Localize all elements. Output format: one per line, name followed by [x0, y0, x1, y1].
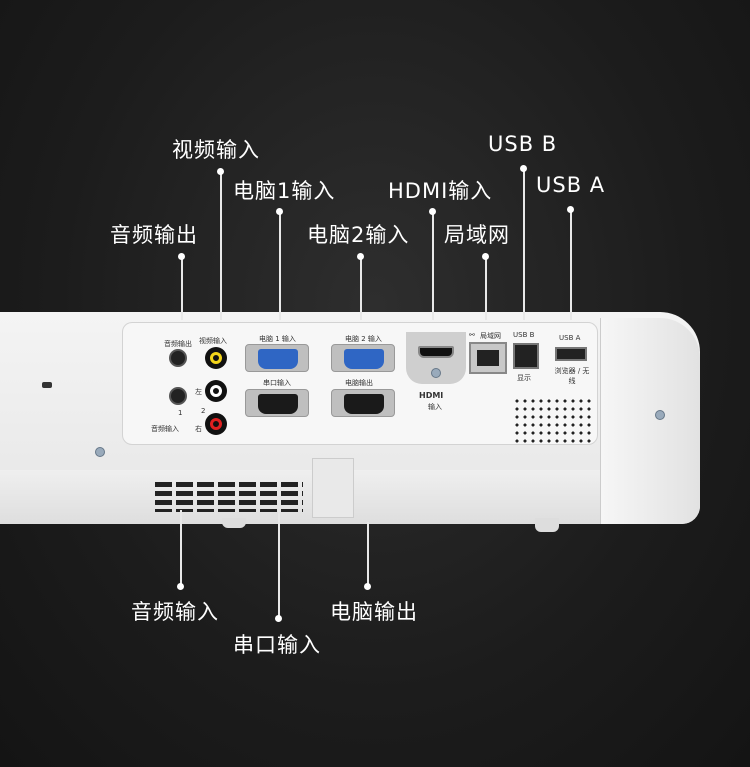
leader-line	[180, 510, 182, 586]
label-pc2-in: 电脑 2 输入	[345, 335, 382, 343]
vent-grille	[155, 482, 303, 512]
leader-line	[523, 170, 525, 320]
leader-line	[360, 258, 362, 320]
foot	[535, 518, 559, 532]
projector-end-cap	[600, 318, 700, 524]
usb-b-port[interactable]	[513, 343, 539, 369]
callout-audio-out: 音频输出	[110, 223, 198, 247]
label-pc1-in: 电脑 1 输入	[259, 335, 296, 343]
label-1: 1	[178, 409, 183, 417]
callout-dot	[178, 253, 185, 260]
callout-dot	[177, 583, 184, 590]
audio-in-jack-1[interactable]	[169, 387, 187, 405]
video-in-rca[interactable]	[205, 347, 227, 369]
lan-icon: ⚯	[469, 331, 475, 339]
label-video-in: 视频输入	[199, 337, 227, 345]
callout-dot	[217, 168, 224, 175]
callout-dot	[482, 253, 489, 260]
label-pc-out: 电脑输出	[345, 379, 373, 387]
hdmi-plate	[406, 332, 466, 384]
label-lan: 局域网	[480, 332, 501, 340]
leader-line	[220, 172, 222, 320]
label-left: 左	[195, 388, 202, 396]
foot	[222, 518, 246, 528]
callout-pc1-in: 电脑1输入	[233, 179, 336, 203]
callout-serial-in: 串口输入	[233, 633, 321, 657]
serial-in-port[interactable]	[245, 389, 309, 417]
leader-line	[570, 211, 572, 320]
leader-line	[485, 258, 487, 320]
pc-out-vga-port[interactable]	[331, 389, 395, 417]
label-2: 2	[201, 407, 206, 415]
callout-dot	[520, 165, 527, 172]
screw-icon	[431, 368, 441, 378]
callout-usb-b: USB B	[488, 132, 558, 156]
label-audio-in: 音频输入	[151, 425, 179, 433]
lan-port[interactable]	[469, 342, 507, 374]
label-usb-a: USB A	[559, 334, 581, 342]
label-usb-b: USB B	[513, 331, 535, 339]
leader-line	[432, 213, 434, 320]
callout-dot	[567, 206, 574, 213]
label-right: 右	[195, 425, 202, 433]
pc2-in-vga-port[interactable]	[331, 344, 395, 372]
label-browser-wireless: 浏览器 / 无线	[554, 367, 590, 385]
screw-icon	[95, 447, 105, 457]
leader-line	[367, 522, 369, 586]
callout-hdmi-in: HDMI输入	[388, 179, 493, 203]
hdmi-port[interactable]	[418, 346, 454, 358]
callout-dot	[276, 208, 283, 215]
cable-cover-slot	[312, 458, 354, 518]
leader-line	[278, 510, 280, 618]
callout-dot	[429, 208, 436, 215]
callout-pc-out: 电脑输出	[330, 600, 418, 624]
audio-in-right-rca[interactable]	[205, 413, 227, 435]
callout-pc2-in: 电脑2输入	[307, 223, 410, 247]
hdmi-logo: HDMI	[419, 391, 444, 400]
callout-dot	[357, 253, 364, 260]
callout-usb-a: USB A	[536, 173, 606, 197]
speaker-grille	[513, 397, 593, 443]
callout-dot	[364, 583, 371, 590]
label-display: 显示	[517, 374, 531, 382]
screw-icon	[655, 410, 665, 420]
callout-lan: 局域网	[444, 223, 510, 247]
label-hdmi-in: 输入	[428, 403, 442, 411]
pc1-in-vga-port[interactable]	[245, 344, 309, 372]
audio-in-left-rca[interactable]	[205, 380, 227, 402]
label-audio-out: 音频输出	[164, 340, 192, 348]
callout-video-in: 视频输入	[172, 138, 260, 162]
audio-out-jack[interactable]	[169, 349, 187, 367]
security-slot	[42, 382, 52, 388]
leader-line	[279, 212, 281, 320]
leader-line	[181, 258, 183, 320]
callout-audio-in: 音频输入	[131, 600, 219, 624]
usb-a-port[interactable]	[555, 347, 587, 361]
callout-dot	[275, 615, 282, 622]
label-serial-in: 串口输入	[263, 379, 291, 387]
